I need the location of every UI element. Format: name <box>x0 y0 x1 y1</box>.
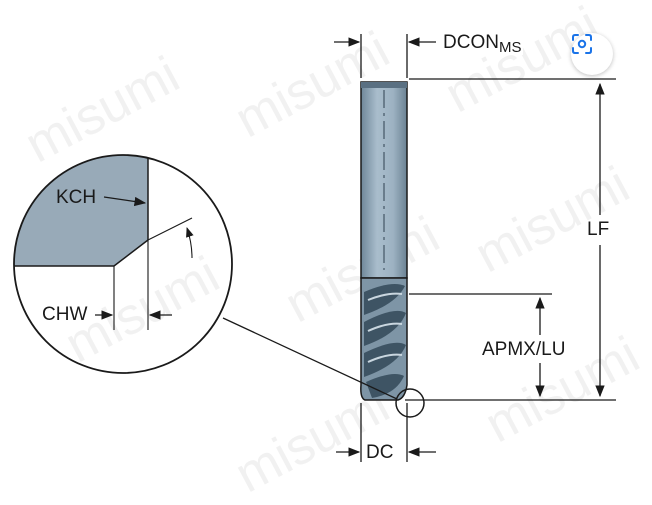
visual-search-button[interactable] <box>571 33 613 75</box>
dimension-dc <box>336 403 436 462</box>
label-dc: DC <box>366 442 394 463</box>
dimension-apmx <box>409 293 552 398</box>
label-dcon-subscript: MS <box>498 39 522 56</box>
detail-view-border <box>13 154 233 374</box>
detail-marker-circle <box>395 388 425 418</box>
tool-shank <box>360 81 408 279</box>
label-lf: LF <box>585 219 612 240</box>
detail-leader-line <box>222 317 398 400</box>
label-kch: KCH <box>56 187 97 208</box>
label-dcon: DCONMS <box>441 32 524 56</box>
dimension-lf <box>405 78 616 401</box>
lens-icon <box>572 34 592 54</box>
dimension-dcon <box>334 34 436 78</box>
tool-diagram: misumi misumi misumi misumi misumi misum… <box>13 0 649 504</box>
label-apmx-lu: APMX/LU <box>480 339 568 360</box>
chamfer-detail-view <box>14 155 194 330</box>
tool-flutes <box>360 277 408 401</box>
label-chw: CHW <box>40 304 90 325</box>
diagram-canvas <box>13 34 616 462</box>
label-dcon-text: DCON <box>443 32 499 53</box>
